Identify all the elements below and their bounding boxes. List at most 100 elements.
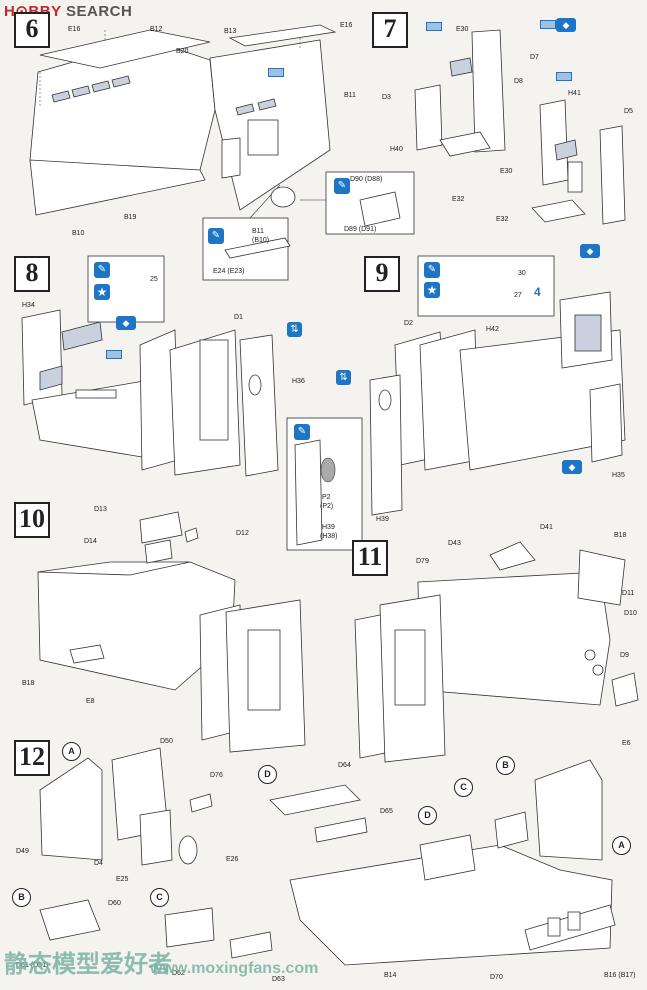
callout-d: D	[258, 765, 277, 784]
part-label: D49	[16, 848, 29, 855]
part-label: H35	[612, 472, 625, 479]
part-label: D79	[416, 558, 429, 565]
step9-cab-art	[369, 291, 626, 516]
part-label: D62	[172, 970, 185, 977]
part-label: H36	[292, 378, 305, 385]
star-icon: ★	[424, 282, 440, 298]
step6-body-art	[29, 24, 337, 216]
paint-brush-icon: ✎	[208, 228, 224, 244]
part-label: B18	[22, 680, 35, 687]
step-7-number: 7	[372, 12, 408, 48]
step-6-number: 6	[14, 12, 50, 48]
part-label: E24 (E23)	[213, 268, 245, 275]
part-label: B11	[344, 92, 356, 99]
part-label: D14	[84, 538, 97, 545]
callout-d-2: D	[418, 806, 437, 825]
part-label: 30	[518, 270, 526, 277]
part-label: 27	[514, 292, 522, 299]
part-label: D11	[622, 590, 635, 597]
paint-brush-icon: ✎	[334, 178, 350, 194]
part-label: B20	[176, 48, 189, 55]
part-label: D43	[448, 540, 461, 547]
part-label: H39	[376, 516, 389, 523]
star-icon: ★	[94, 284, 110, 300]
decal-tag-icon	[426, 22, 442, 31]
part-label: D1	[234, 314, 243, 321]
part-label: E30	[500, 168, 513, 175]
part-label: (B10)	[252, 237, 270, 244]
step11-chassis-art	[354, 541, 639, 763]
part-label: 25	[150, 276, 158, 283]
step8-cab-art	[21, 309, 279, 477]
part-label: D63	[272, 976, 285, 983]
part-label: E26	[226, 856, 239, 863]
part-label: E16	[68, 26, 81, 33]
flip-direction-icon: ⇅	[336, 370, 351, 385]
part-label: B19	[124, 214, 137, 221]
part-label: D4	[94, 860, 103, 867]
part-label: E25	[116, 876, 129, 883]
part-label: D90 (D88)	[350, 176, 383, 183]
part-label: D2	[404, 320, 413, 327]
flip-direction-icon: ⇅	[287, 322, 302, 337]
decal-tag-icon	[556, 72, 572, 81]
part-label: B16 (B17)	[604, 972, 636, 979]
part-label: D12	[236, 530, 249, 537]
callout-c-2: C	[150, 888, 169, 907]
part-label: E6	[622, 740, 631, 747]
part-label: D3	[382, 94, 391, 101]
part-label: B13	[224, 28, 237, 35]
step7-parts-art	[414, 29, 626, 225]
part-label: P2	[322, 494, 331, 501]
part-label: D10	[624, 610, 637, 617]
step-10-number: 10	[14, 502, 50, 538]
part-label: D64	[338, 762, 351, 769]
part-label: E30	[456, 26, 469, 33]
part-label: D5	[624, 108, 633, 115]
part-label: D60	[108, 900, 121, 907]
decal-tag-icon	[106, 350, 122, 359]
part-label: D61 (D51)	[16, 962, 49, 969]
decal-tag-icon	[268, 68, 284, 77]
part-label: D50	[160, 738, 173, 745]
part-label: E8	[86, 698, 95, 705]
decal-tag-icon	[540, 20, 556, 29]
step12-assembly-art	[39, 747, 616, 966]
part-label: E32	[452, 196, 465, 203]
callout-a-2: A	[612, 836, 631, 855]
step9-inset-panel	[417, 255, 555, 317]
part-label: B11	[252, 228, 264, 235]
decal-direction-icon: ◆	[580, 244, 600, 258]
paint-brush-icon: ✎	[424, 262, 440, 278]
callout-b-2: B	[12, 888, 31, 907]
part-label: D13	[94, 506, 107, 513]
part-label: E32	[496, 216, 509, 223]
part-label: D70	[490, 974, 503, 981]
part-label: D8	[514, 78, 523, 85]
part-label: H39	[322, 524, 335, 531]
decal-direction-icon: ◆	[116, 316, 136, 330]
part-label: D76	[210, 772, 223, 779]
step10-chassis-art	[37, 511, 306, 753]
watermark-cn: 静态模型爱好者	[4, 950, 172, 978]
callout-b: B	[496, 756, 515, 775]
decal-direction-icon: ◆	[562, 460, 582, 474]
callout-a: A	[62, 742, 81, 761]
part-label: D89 (D91)	[344, 226, 377, 233]
step-12-number: 12	[14, 740, 50, 776]
step-11-number: 11	[352, 540, 388, 576]
part-label: B14	[384, 972, 397, 979]
part-label: H34	[22, 302, 35, 309]
logo-search-text: SEARCH	[65, 3, 133, 20]
part-label: D65	[380, 808, 393, 815]
part-label: D9	[620, 652, 629, 659]
part-label: 4	[534, 285, 541, 299]
part-label: B10	[72, 230, 85, 237]
part-label: B12	[150, 26, 163, 33]
part-label: B18	[614, 532, 627, 539]
paint-brush-icon: ✎	[94, 262, 110, 278]
part-label: E16	[340, 22, 353, 29]
part-label: D41	[540, 524, 553, 531]
step-9-number: 9	[364, 256, 400, 292]
part-label: H40	[390, 146, 403, 153]
